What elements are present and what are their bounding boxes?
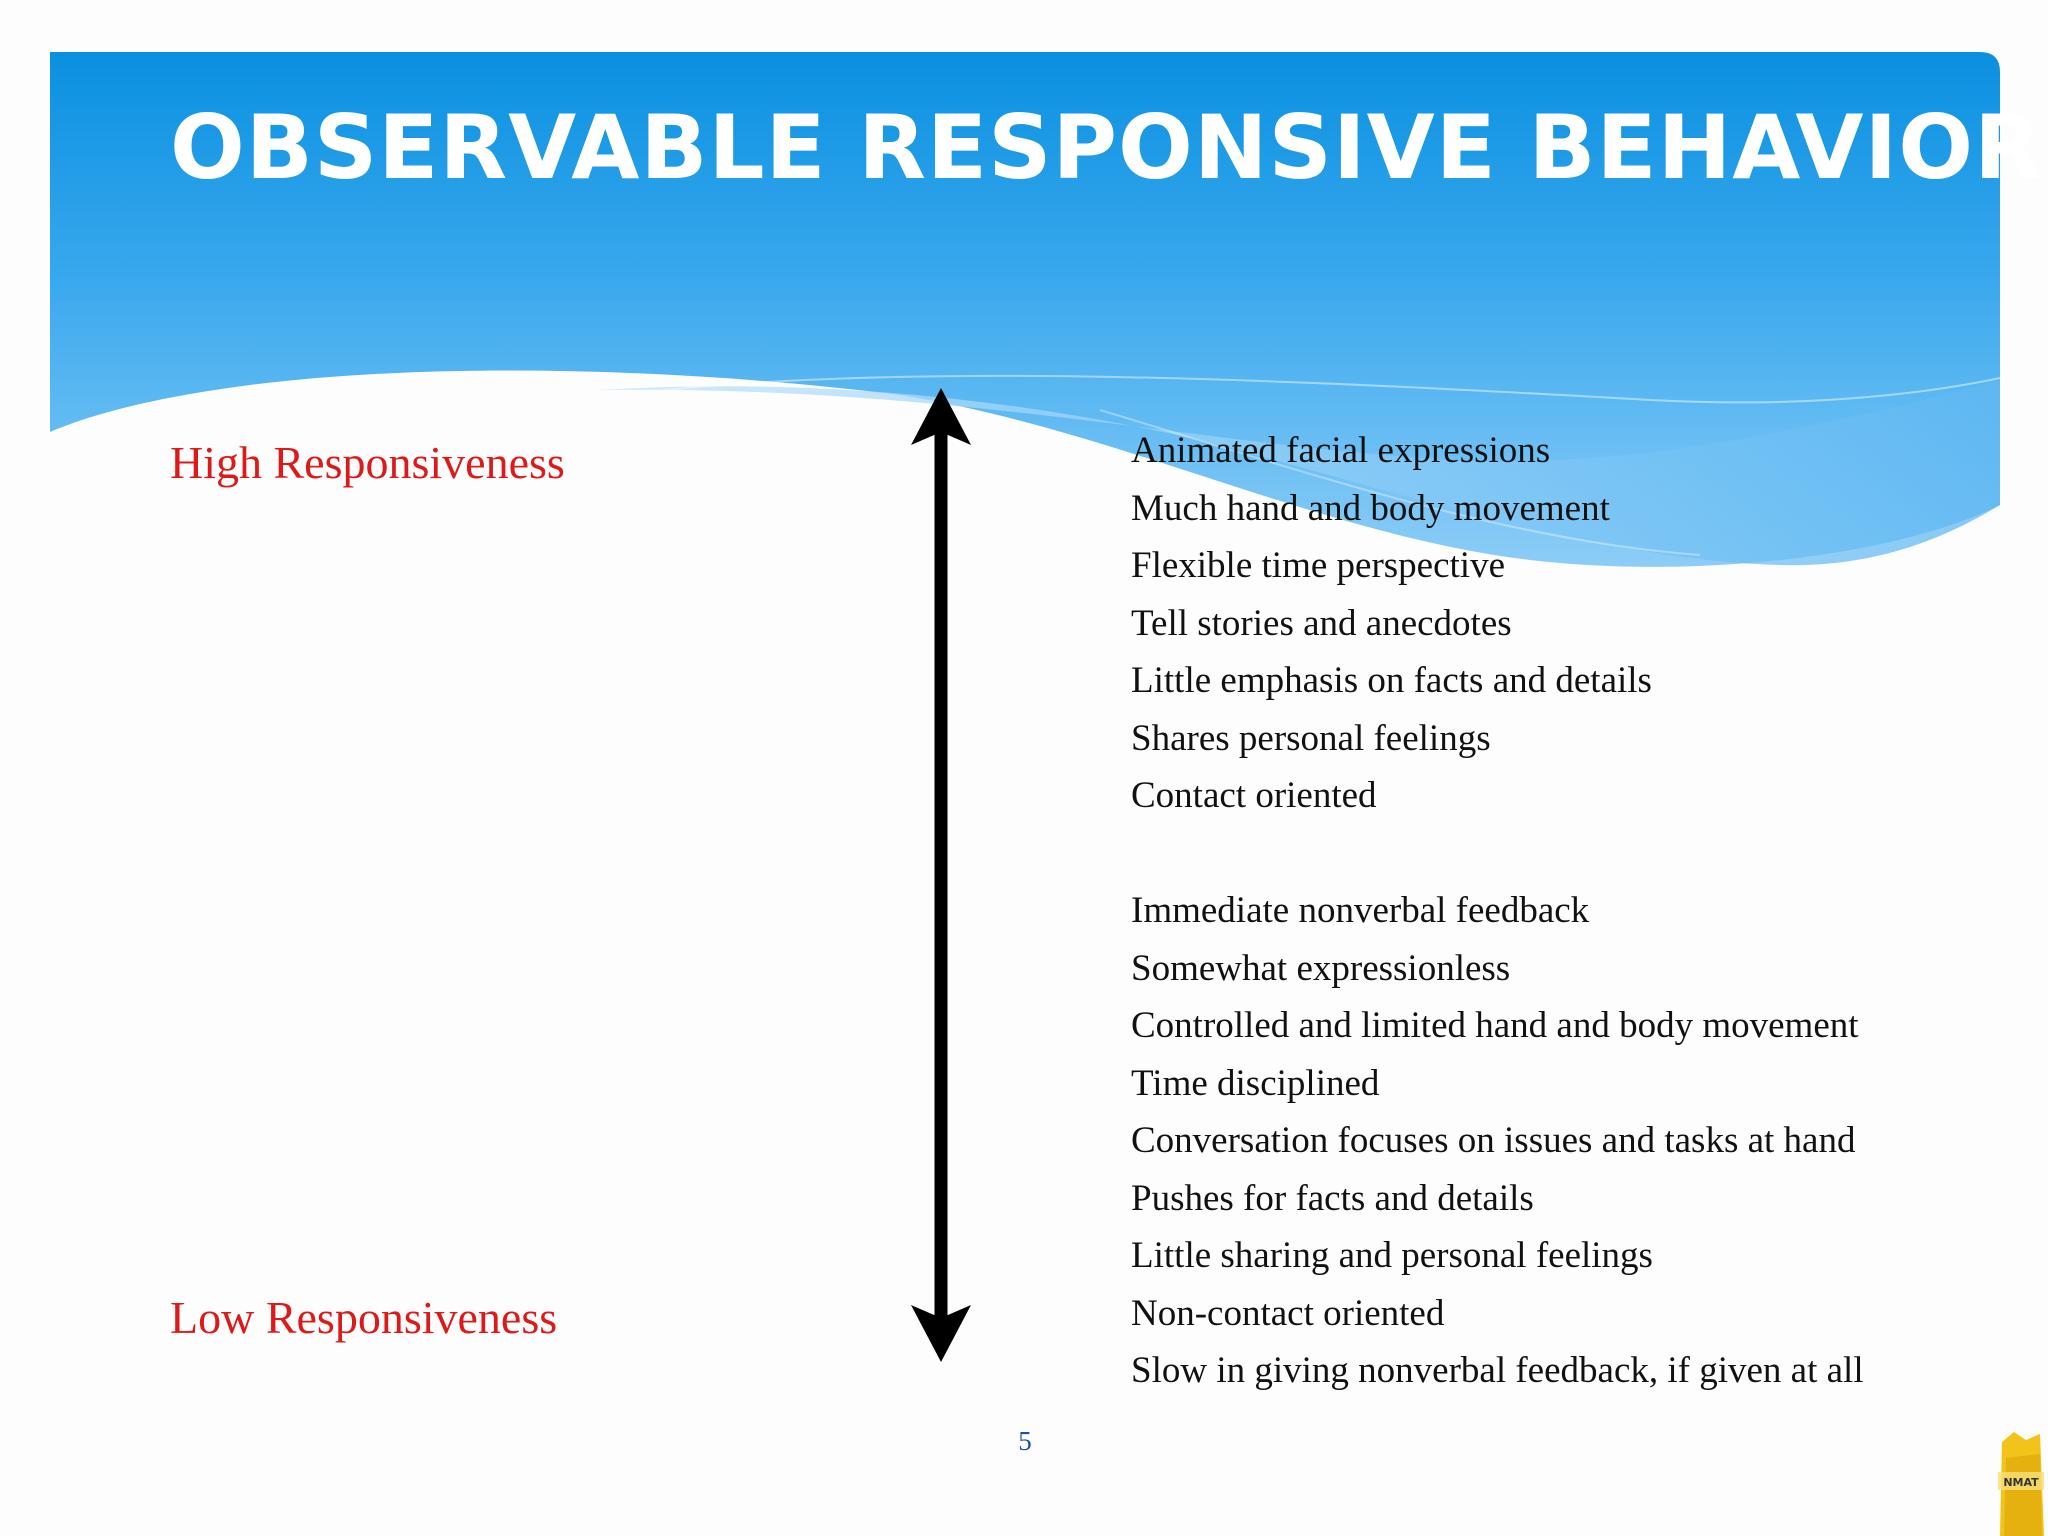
list-item: Non-contact oriented — [1131, 1292, 1445, 1334]
list-item: Slow in giving nonverbal feedback, if gi… — [1131, 1350, 1864, 1391]
list-item: Contact oriented — [1131, 775, 1377, 816]
list-item: Little sharing and personal feelings — [1131, 1235, 1653, 1276]
page-number: 5 — [1018, 1426, 1032, 1456]
list-item: Immediate nonverbal feedback — [1131, 890, 1590, 931]
list-item: Flexible time perspective — [1131, 545, 1505, 586]
list-item: Conversation focuses on issues and tasks… — [1131, 1120, 1856, 1161]
nmat-logo-icon: NMAT — [1998, 1432, 2044, 1536]
list-item: Little emphasis on facts and details — [1131, 660, 1652, 701]
list-item: Controlled and limited hand and body mov… — [1131, 1005, 1859, 1046]
list-item: Pushes for facts and details — [1131, 1177, 1534, 1219]
list-item: Much hand and body movement — [1131, 487, 1610, 529]
slide-title: OBSERVABLE RESPONSIVE BEHAVIORS — [170, 96, 2048, 199]
low-responsiveness-label: Low Responsiveness — [170, 1292, 558, 1343]
list-spacer — [1131, 825, 1864, 883]
list-item: Somewhat expressionless — [1131, 947, 1511, 989]
list-item: Tell stories and anecdotes — [1131, 602, 1512, 644]
high-responsiveness-label: High Responsiveness — [170, 437, 565, 488]
list-item: Shares personal feelings — [1131, 717, 1491, 759]
svg-text:NMAT: NMAT — [2003, 1476, 2039, 1489]
behavior-list: Animated facial expressions Much hand an… — [1131, 422, 1864, 1400]
header-wave-banner — [50, 52, 2001, 567]
list-item: Animated facial expressions — [1131, 430, 1551, 471]
list-item: Time disciplined — [1131, 1062, 1380, 1104]
